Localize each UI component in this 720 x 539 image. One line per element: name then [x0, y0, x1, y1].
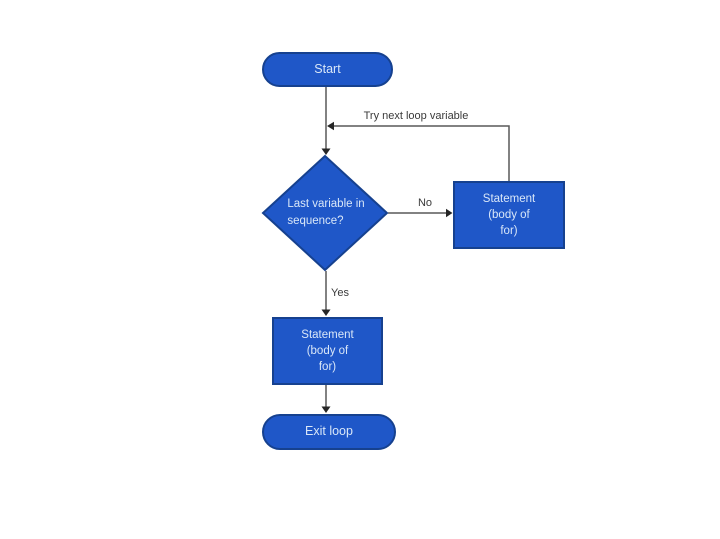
start-node-label: Start [314, 61, 341, 76]
exit-node: Exit loop [262, 414, 396, 450]
edge-label-yes: Yes [331, 287, 349, 299]
decision-node-shape [261, 154, 389, 272]
arrowhead-yes [321, 309, 331, 316]
decision-node: Last variable in sequence? [265, 186, 387, 240]
start-node: Start [262, 52, 393, 87]
edge-label-try-next: Try next loop variable [363, 110, 469, 122]
loop-body-node-label: Statement (body of for) [482, 192, 536, 238]
arrowhead-body-to-exit [321, 406, 331, 413]
final-body-node-label: Statement (body of for) [301, 328, 354, 374]
decision-node-label: Last variable in sequence? [287, 198, 365, 227]
edge-label-no: No [417, 197, 433, 209]
loop-body-node: Statement (body of for) [453, 181, 565, 249]
connector-loopback [331, 125, 510, 181]
arrowhead-no [446, 208, 453, 218]
arrowhead-start-to-decision [321, 148, 331, 155]
exit-node-label: Exit loop [305, 424, 353, 439]
final-body-node: Statement (body of for) [272, 317, 383, 385]
arrowhead-loopback [327, 121, 334, 131]
